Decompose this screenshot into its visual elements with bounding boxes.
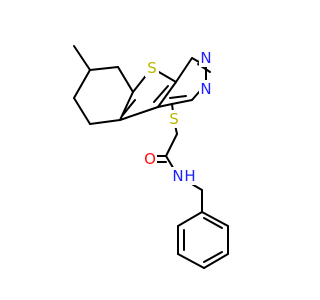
bond-ring6-6 — [73, 69, 91, 99]
svg-text:S: S — [169, 110, 179, 128]
bond-ph-1 — [201, 211, 229, 227]
bond-ph-double-1 — [203, 217, 223, 229]
svg-text:N: N — [200, 80, 211, 98]
bond-pyr-1 — [175, 57, 193, 83]
bond-thio-3 — [157, 81, 177, 108]
bond-ch2-co — [165, 133, 178, 157]
bond-pyr-double-2 — [169, 95, 187, 99]
atom-n-pyrimidine-2: N — [199, 80, 213, 98]
bond-ring6-4 — [89, 119, 121, 125]
bond-thio-4 — [119, 106, 159, 121]
molecule-structure: S N N S O N H — [73, 45, 229, 269]
svg-text:O: O — [144, 150, 156, 168]
atom-s-thioether: S — [167, 110, 181, 128]
atom-s-thiophene: S — [145, 59, 159, 77]
bond-thio-double-2 — [153, 85, 169, 103]
atom-o-carbonyl: O — [143, 150, 157, 168]
bond-pyr-5 — [171, 99, 193, 105]
bond-ph-3 — [203, 253, 229, 269]
svg-text:N: N — [200, 49, 211, 67]
bond-ph-6 — [177, 211, 203, 227]
bond-ph-double-2 — [203, 251, 223, 263]
svg-text:S: S — [147, 59, 157, 77]
bond-thio-double-1 — [121, 99, 136, 117]
atom-n-pyrimidine-1: N — [199, 49, 213, 67]
bond-ring6-5 — [73, 97, 91, 125]
bond-methyl — [73, 45, 91, 71]
bond-ring6-2 — [117, 66, 134, 93]
svg-text:H: H — [184, 167, 195, 185]
svg-text:N: N — [172, 167, 183, 185]
bond-pyr-6 — [157, 103, 173, 108]
atom-n-amide: N H — [171, 167, 197, 185]
bond-ring6-1 — [89, 66, 119, 71]
bond-ph-4 — [177, 253, 205, 269]
